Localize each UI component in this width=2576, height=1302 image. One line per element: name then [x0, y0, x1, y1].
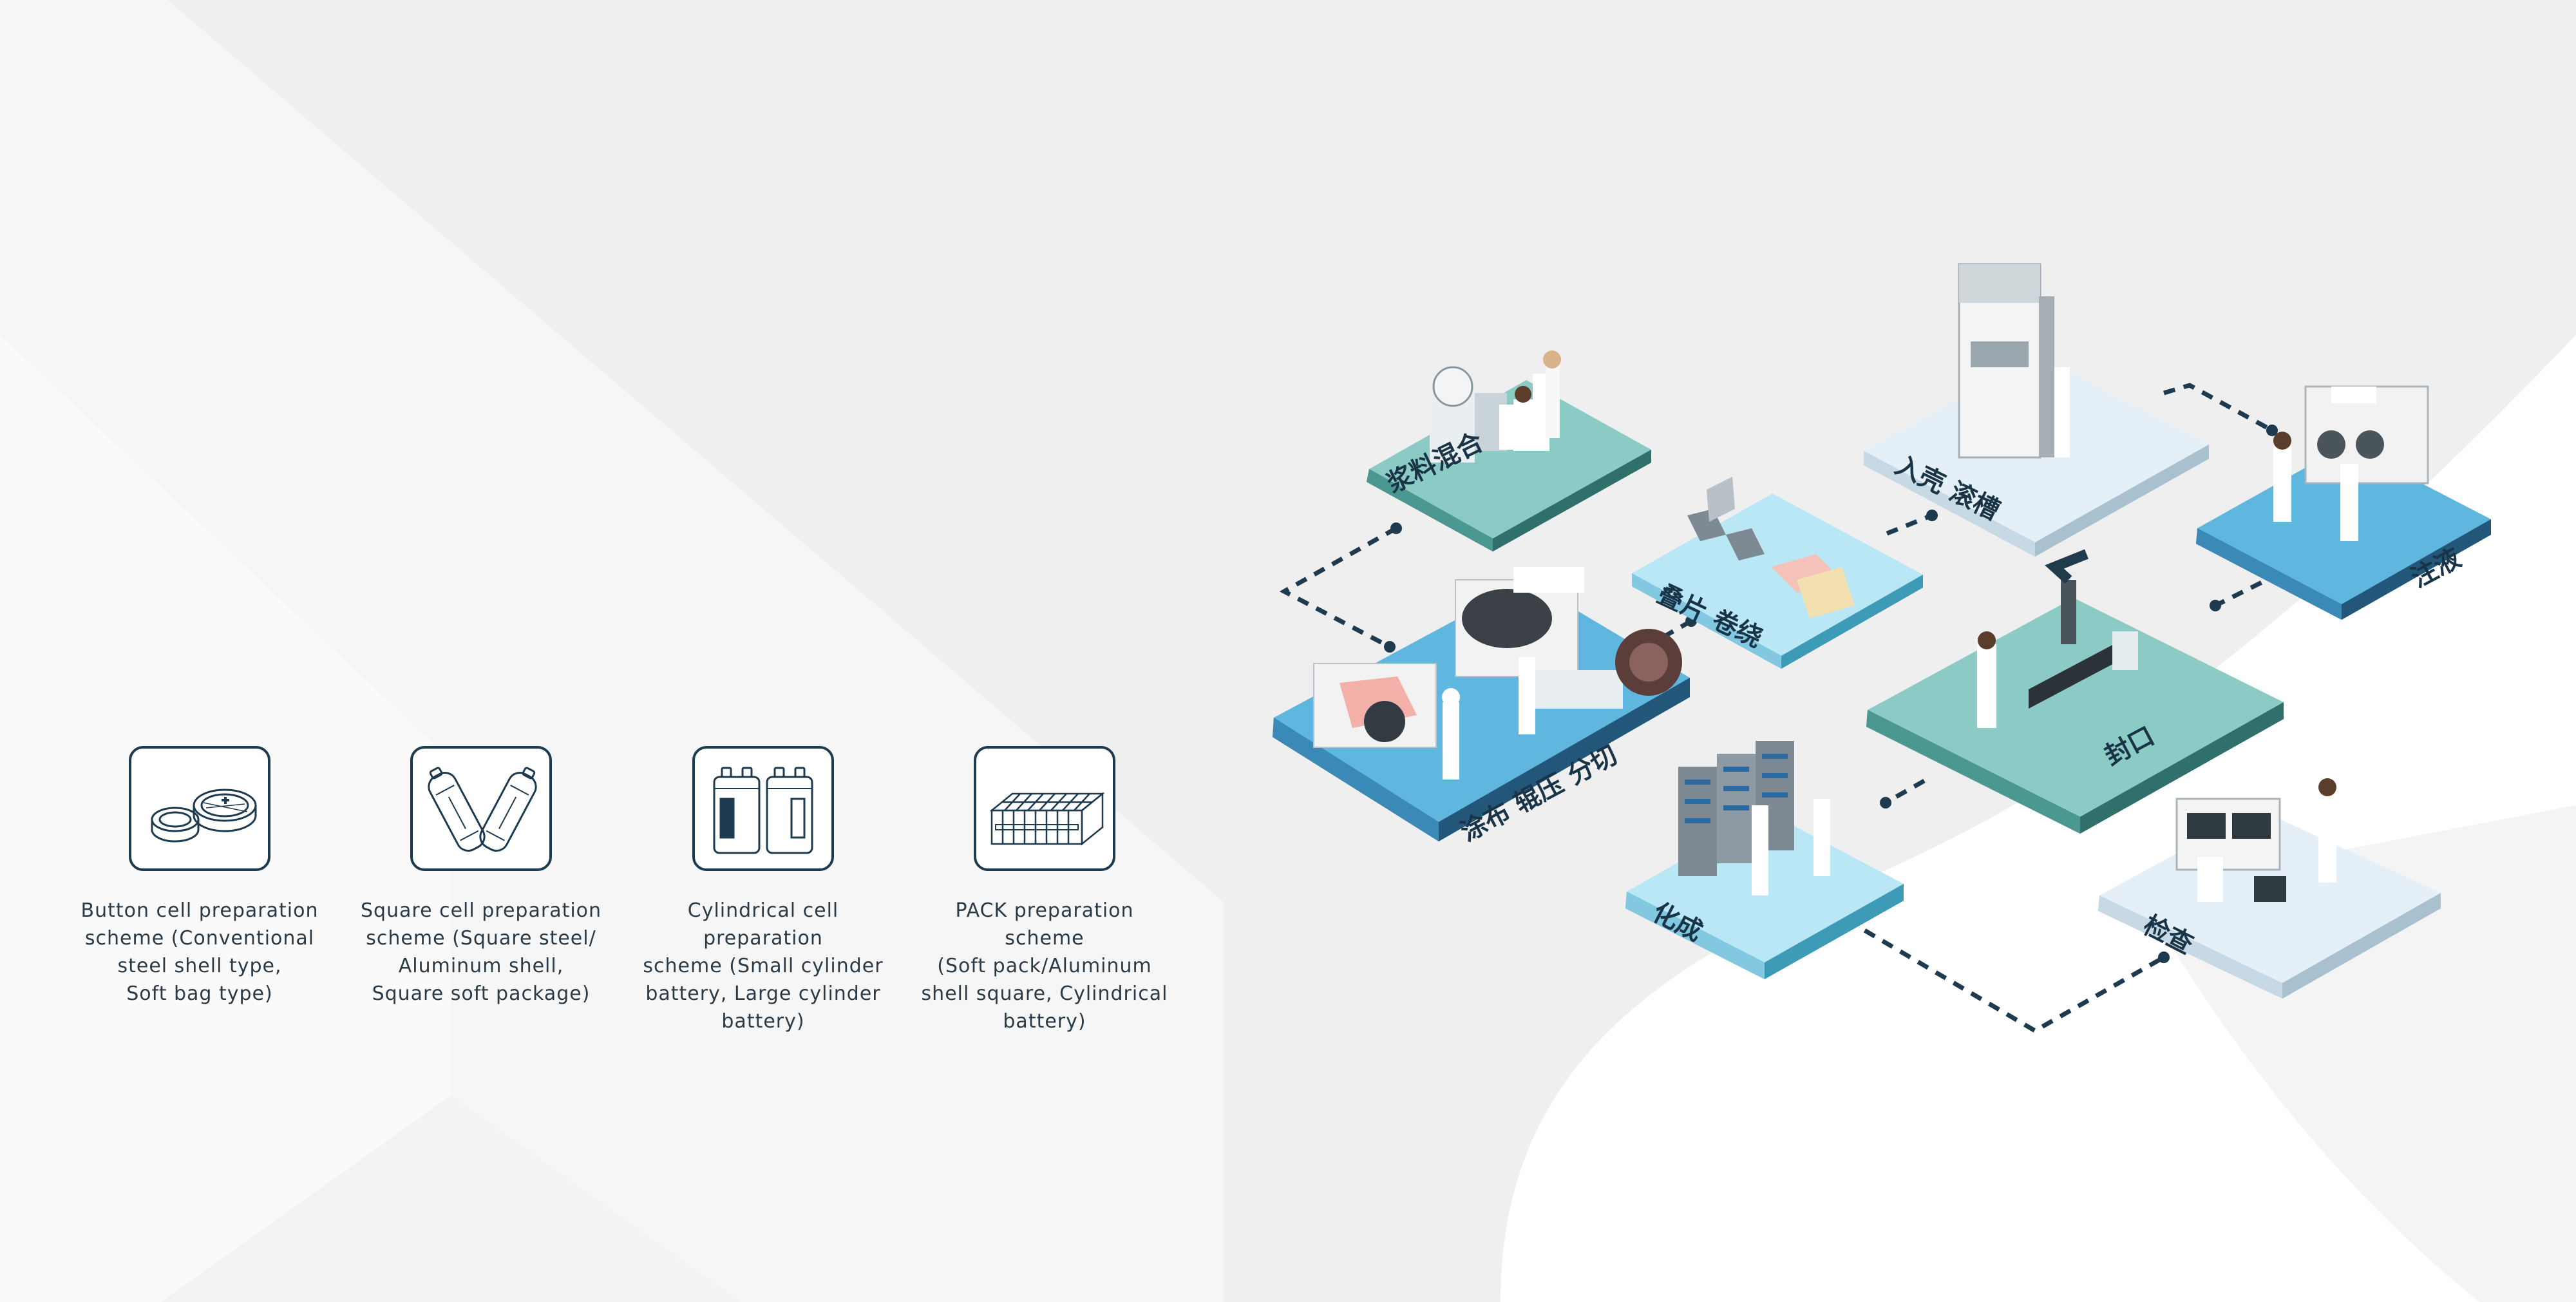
connector-casing-to-injection [2163, 383, 2273, 433]
connector-formation-to-inspection [1846, 917, 2165, 1034]
scheme-icon-frame [692, 746, 834, 871]
scheme-caption: Button cell preparation scheme (Conventi… [80, 899, 319, 1005]
scheme-icon-frame [974, 746, 1115, 871]
scheme-icon-frame [410, 746, 552, 871]
flow-connectors [1279, 383, 2281, 1034]
scheme-icon-frame [129, 746, 270, 871]
scheme-caption: Square cell preparation scheme (Square s… [360, 899, 602, 1005]
button-cell-icon [151, 789, 257, 843]
platform-stacking [1632, 477, 1923, 669]
connector-stacking-to-casing [1886, 513, 1933, 536]
connector-mixing-to-coating [1279, 526, 1397, 649]
platform-formation [1625, 741, 1904, 979]
platform-injection [2196, 385, 2491, 620]
platform-sealing [1866, 549, 2284, 834]
cylindrical-cell-icon [713, 767, 813, 854]
square-cell-icon [428, 767, 537, 852]
scheme-caption: PACK preparation scheme (Soft pack/Alumi… [921, 899, 1168, 1033]
connector-coating-to-stacking [1654, 618, 1692, 644]
platform-coating [1273, 567, 1690, 841]
platform-inspection [2098, 778, 2441, 999]
scheme-caption: Cylindrical cell preparation scheme (Sma… [643, 899, 884, 1033]
platform-casing [1864, 263, 2209, 557]
pack-battery-icon [989, 792, 1105, 846]
connector-sealing-to-formation [1884, 778, 1926, 805]
platform-slurry-mixing [1367, 350, 1651, 551]
